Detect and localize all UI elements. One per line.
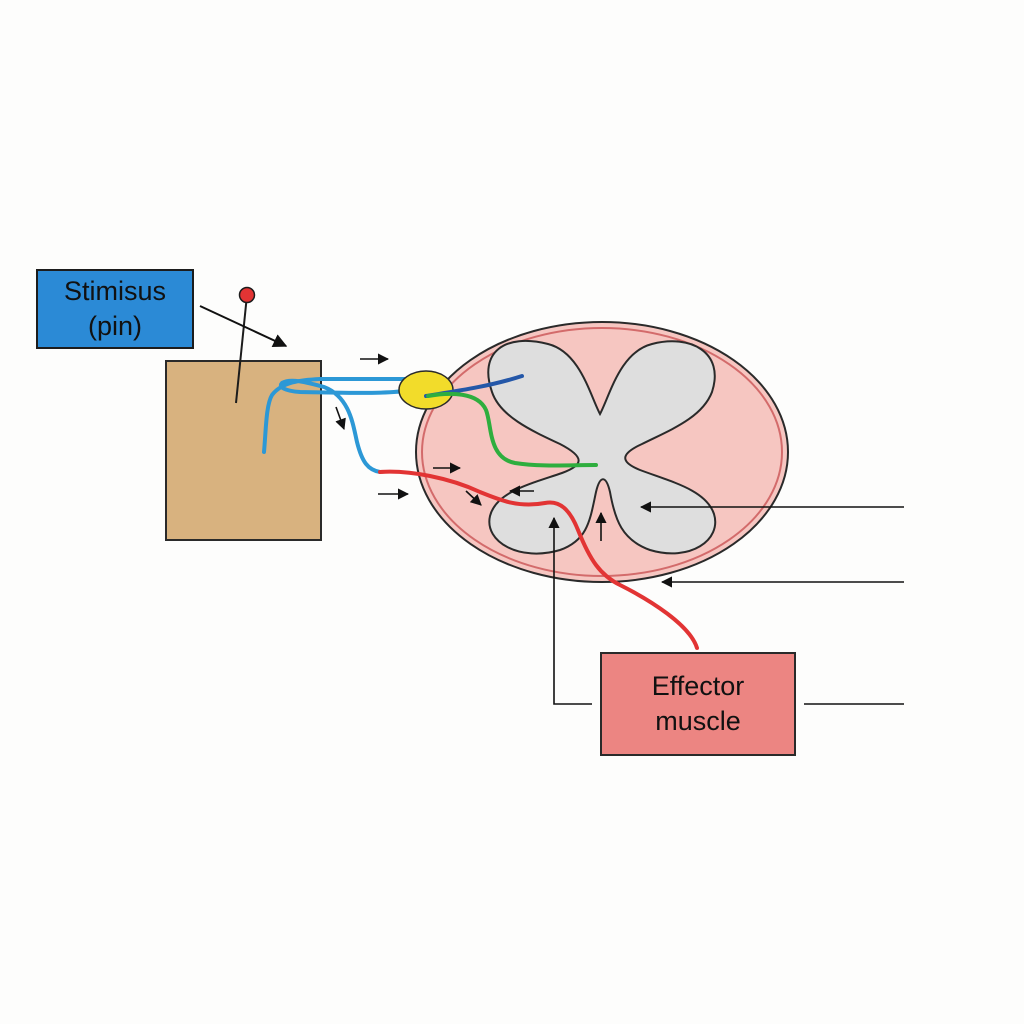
- stimulus-label-line2: (pin): [87, 311, 142, 341]
- effector-label-line1: Effector: [651, 670, 745, 701]
- sensory-neuron: [262, 377, 420, 474]
- leader-lines: [548, 501, 904, 705]
- skin-block: [165, 360, 322, 541]
- gray-matter: [487, 339, 717, 555]
- stimulus-label-line1: Stimisus: [63, 275, 166, 306]
- stimulus-label-box: Stimisus (pin): [36, 269, 194, 349]
- effector-left-leader: [548, 516, 592, 705]
- pin-icon: [235, 286, 256, 404]
- effector-muscle-box: Effector muscle: [600, 652, 796, 756]
- interneuron: [426, 391, 598, 468]
- direction-arrows: [335, 353, 607, 541]
- arrow-icon: [335, 406, 346, 431]
- motor-neuron: [378, 469, 699, 650]
- stimulus-pointer-arrow: [199, 305, 288, 348]
- arrow-icon: [465, 490, 482, 506]
- spinal-cord-inner-ring: [421, 327, 783, 577]
- effector-label-line2: muscle: [655, 706, 741, 736]
- dorsal-root-ganglion: [398, 370, 454, 410]
